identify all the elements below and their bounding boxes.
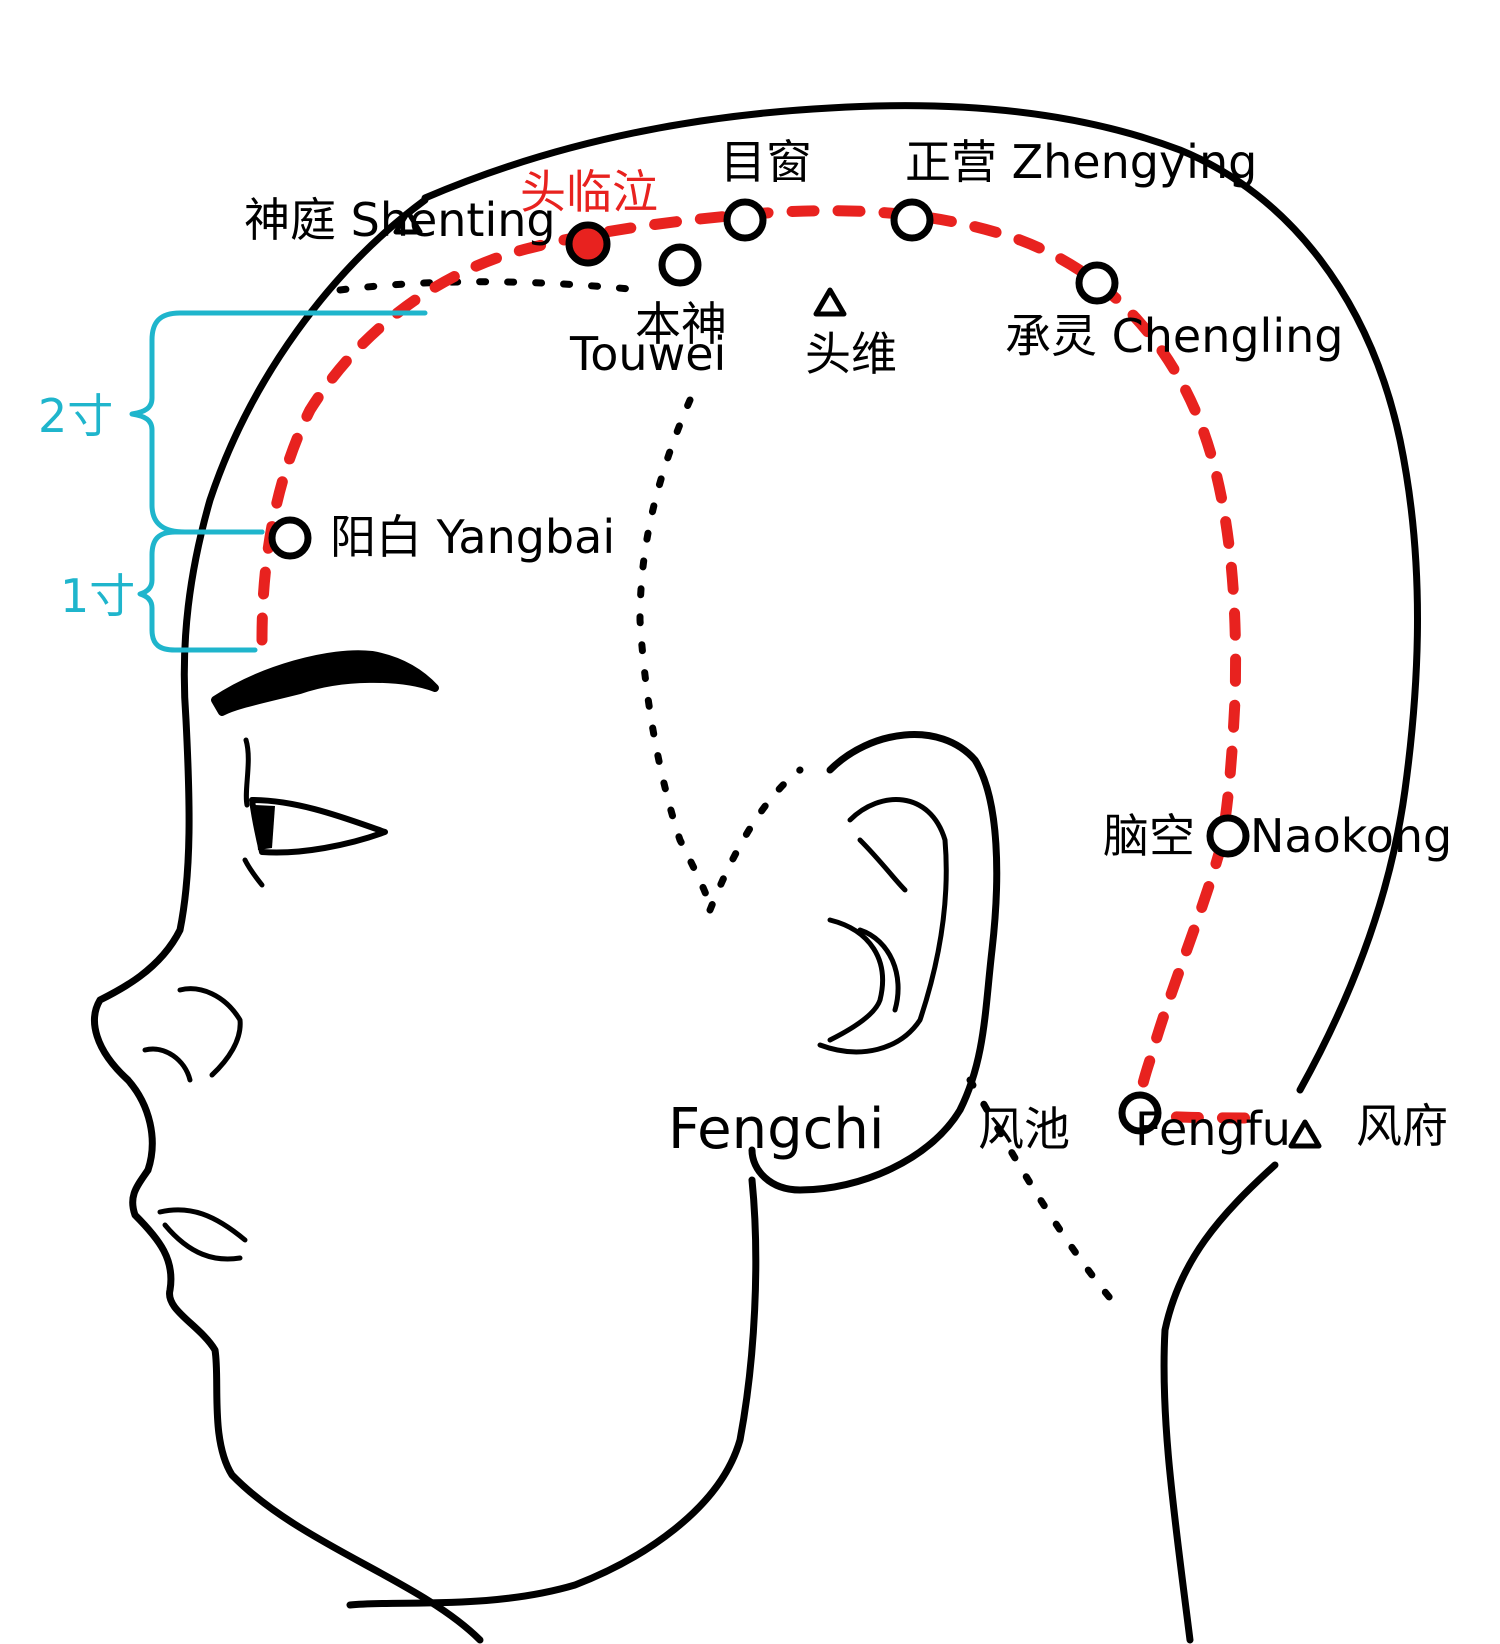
eye-crease <box>243 737 251 808</box>
fengfu-cn-label: 风府 <box>1356 1099 1448 1153</box>
front-hairline <box>336 278 644 294</box>
pupil <box>255 805 275 850</box>
nostril <box>177 986 243 1078</box>
naokong-point <box>1206 814 1250 858</box>
sideburn-hairline <box>706 766 804 914</box>
neck-back-outline <box>1160 1161 1279 1644</box>
eye-area <box>211 650 439 888</box>
bracket-1cun <box>137 529 265 653</box>
toulinqi-point <box>565 221 611 267</box>
jaw-outline <box>346 1176 760 1609</box>
shenting-label: 神庭 Shenting <box>244 193 556 247</box>
benshen-label: 本神 <box>635 297 727 351</box>
ear-fold-3 <box>857 927 901 1013</box>
hairline <box>336 278 1124 1314</box>
ear-outline <box>748 731 1001 1194</box>
muchuang-point <box>723 198 767 242</box>
touwei-cn-label: 头维 <box>805 327 897 381</box>
measure-1cun-label: 1寸 <box>60 569 135 623</box>
fengfu-marker-triangle <box>1288 1119 1322 1149</box>
fengchi-point <box>1118 1091 1162 1135</box>
touwei-en-label: Touwei <box>569 327 726 381</box>
yangbai-label: 阳白 Yangbai <box>330 510 615 564</box>
ear <box>748 731 1001 1194</box>
nose-wing <box>142 1046 193 1083</box>
labels: 神庭 Shenting 头临泣 目窗 正营 Zhengying 本神 Touwe… <box>244 135 1452 1162</box>
naokong-en-label: Naokong <box>1250 809 1452 863</box>
mouth-line <box>157 1207 248 1243</box>
zhengying-label: 正营 Zhengying <box>905 135 1257 189</box>
temple-hairline <box>636 396 714 914</box>
eyebrow <box>211 650 439 716</box>
face-profile-upper <box>91 196 429 1174</box>
bracket-2cun <box>129 310 428 535</box>
cun-brackets: 2寸 1寸 <box>38 310 428 653</box>
muchuang-label: 目窗 <box>720 135 812 189</box>
head-outline <box>91 102 1421 1644</box>
measure-2cun-label: 2寸 <box>38 389 113 443</box>
ear-fold-2 <box>827 917 886 1043</box>
lower-lip <box>162 1222 243 1262</box>
lower-lash <box>242 857 265 888</box>
skull-outline <box>421 102 1421 1094</box>
acupoints <box>268 198 1322 1149</box>
yangbai-point <box>268 516 312 560</box>
fengchi-en-label: Fengchi <box>668 1097 884 1162</box>
fengfu-en-label: Fengfu <box>1135 1102 1291 1156</box>
gallbladder-meridian-line <box>256 205 1271 1124</box>
chengling-label: 承灵 Chengling <box>1005 309 1343 363</box>
zhengying-point <box>890 198 934 242</box>
fengchi-cn-label: 风池 <box>978 1102 1070 1156</box>
ear-fold-1 <box>857 837 908 893</box>
shenting-marker-triangle <box>393 209 423 235</box>
chengling-point <box>1075 261 1119 305</box>
toulinqi-label: 头临泣 <box>520 165 658 219</box>
benshen-point <box>658 243 702 287</box>
nape-hairline <box>966 1076 1124 1314</box>
touwei-marker-triangle <box>813 287 847 317</box>
naokong-cn-label: 脑空 <box>1103 809 1195 863</box>
face-profile-lower <box>129 1166 484 1644</box>
ear-inner-rim <box>817 797 949 1055</box>
